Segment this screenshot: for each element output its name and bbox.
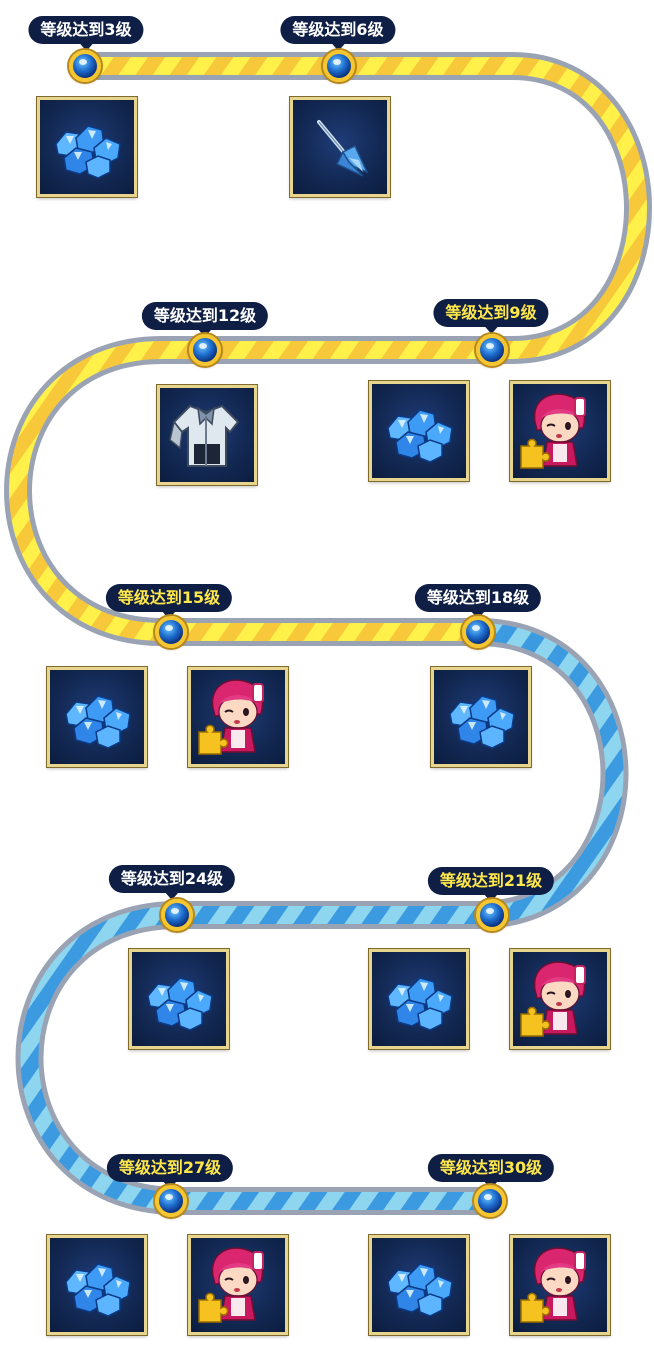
character-puzzle-icon	[520, 961, 586, 1037]
reward-slot-diamond-pile[interactable]	[128, 948, 230, 1050]
reward-slot-diamond-pile[interactable]	[430, 666, 532, 768]
reward-slot-diamond-pile[interactable]	[46, 666, 148, 768]
level-label: 等级达到15级	[105, 584, 233, 619]
diamond-pile-icon	[387, 409, 453, 463]
level-label: 等级达到21级	[427, 867, 555, 902]
character-puzzle-icon	[198, 679, 264, 755]
level-label: 等级达到18级	[414, 584, 542, 619]
character-puzzle-icon	[198, 1247, 264, 1323]
diamond-pile-icon	[449, 695, 515, 749]
diamond-pile-icon	[387, 1263, 453, 1317]
milestone-node[interactable]	[189, 334, 221, 366]
level-label: 等级达到6级	[280, 16, 396, 51]
reward-slot-diamond-pile[interactable]	[368, 1234, 470, 1336]
dart-icon	[317, 120, 369, 177]
reward-slot-character-puzzle[interactable]	[509, 1234, 611, 1336]
milestone-node[interactable]	[476, 334, 508, 366]
level-label: 等级达到30级	[427, 1154, 555, 1189]
milestone-node[interactable]	[69, 50, 101, 82]
milestone-node[interactable]	[474, 1185, 506, 1217]
reward-slot-diamond-pile[interactable]	[36, 96, 138, 198]
diamond-pile-icon	[147, 977, 213, 1031]
reward-slot-jacket[interactable]	[156, 384, 258, 486]
level-label: 等级达到9级	[433, 299, 549, 334]
level-label: 等级达到27级	[106, 1154, 234, 1189]
milestone-node[interactable]	[462, 616, 494, 648]
level-label: 等级达到12级	[141, 302, 269, 337]
diamond-pile-icon	[55, 125, 121, 179]
reward-slot-character-puzzle[interactable]	[187, 666, 289, 768]
diamond-pile-icon	[65, 1263, 131, 1317]
reward-slot-character-puzzle[interactable]	[509, 380, 611, 482]
level-label: 等级达到24级	[108, 865, 236, 900]
track-fill-gold	[9, 57, 647, 641]
milestone-node[interactable]	[323, 50, 355, 82]
character-puzzle-icon	[520, 393, 586, 469]
reward-slot-diamond-pile[interactable]	[368, 948, 470, 1050]
reward-slot-diamond-pile[interactable]	[368, 380, 470, 482]
jacket-icon	[169, 404, 240, 467]
diamond-pile-icon	[387, 977, 453, 1031]
milestone-node[interactable]	[155, 1185, 187, 1217]
reward-slot-diamond-pile[interactable]	[46, 1234, 148, 1336]
character-puzzle-icon	[520, 1247, 586, 1323]
level-label: 等级达到3级	[28, 16, 144, 51]
reward-slot-dart[interactable]	[289, 96, 391, 198]
milestone-node[interactable]	[161, 899, 193, 931]
milestone-node[interactable]	[476, 899, 508, 931]
reward-slot-character-puzzle[interactable]	[187, 1234, 289, 1336]
reward-slot-character-puzzle[interactable]	[509, 948, 611, 1050]
milestone-node[interactable]	[155, 616, 187, 648]
diamond-pile-icon	[65, 695, 131, 749]
